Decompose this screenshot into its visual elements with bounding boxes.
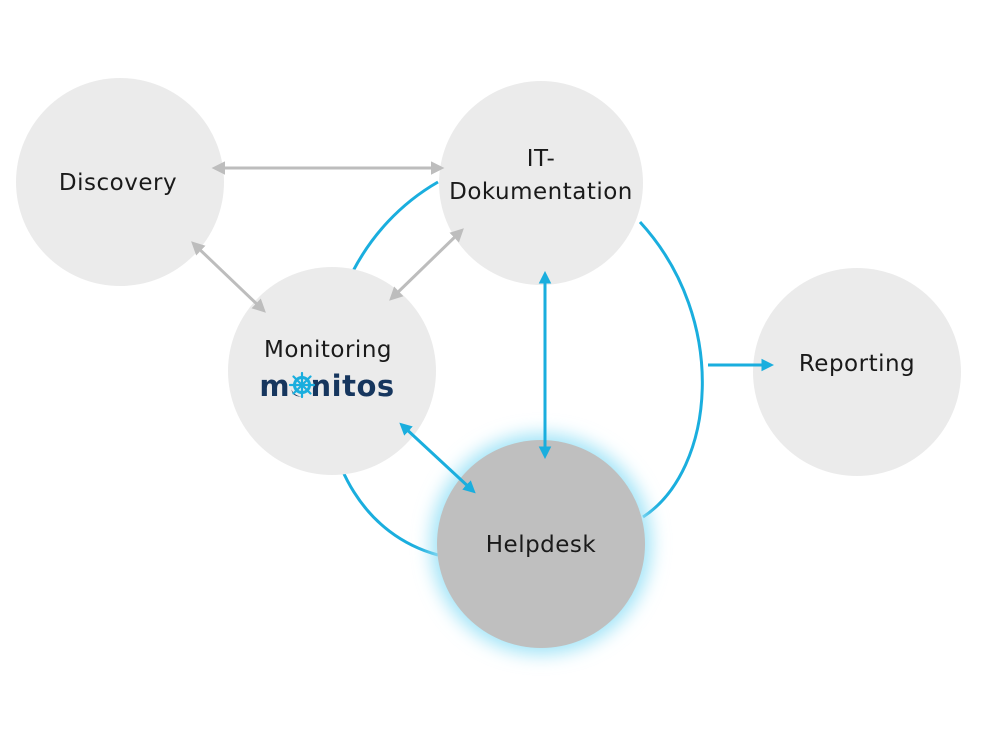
- monitos-logo: monitos: [259, 369, 394, 403]
- node-monitoring[interactable]: [228, 267, 436, 475]
- node-reporting[interactable]: [753, 268, 961, 476]
- discovery-label: Discovery: [59, 170, 177, 196]
- ships-wheel-icon: [288, 371, 316, 399]
- helpdesk-label: Helpdesk: [486, 532, 597, 558]
- node-it-dokumentation[interactable]: [439, 81, 643, 285]
- node-helpdesk[interactable]: [437, 440, 645, 648]
- it-dokumentation-label-line1: IT-: [527, 146, 556, 172]
- reporting-label: Reporting: [799, 351, 915, 377]
- monitoring-label: Monitoring: [264, 337, 392, 363]
- node-discovery[interactable]: [16, 78, 224, 286]
- arrow-discovery-monitoring: [191, 241, 266, 313]
- monitos-brand-text: monitos: [259, 369, 394, 403]
- it-dokumentation-label-line2: Dokumentation: [449, 179, 633, 205]
- arrow-monitoring-helpdesk: [399, 422, 476, 494]
- arrow-monitoring-it-dokumentation: [389, 228, 464, 301]
